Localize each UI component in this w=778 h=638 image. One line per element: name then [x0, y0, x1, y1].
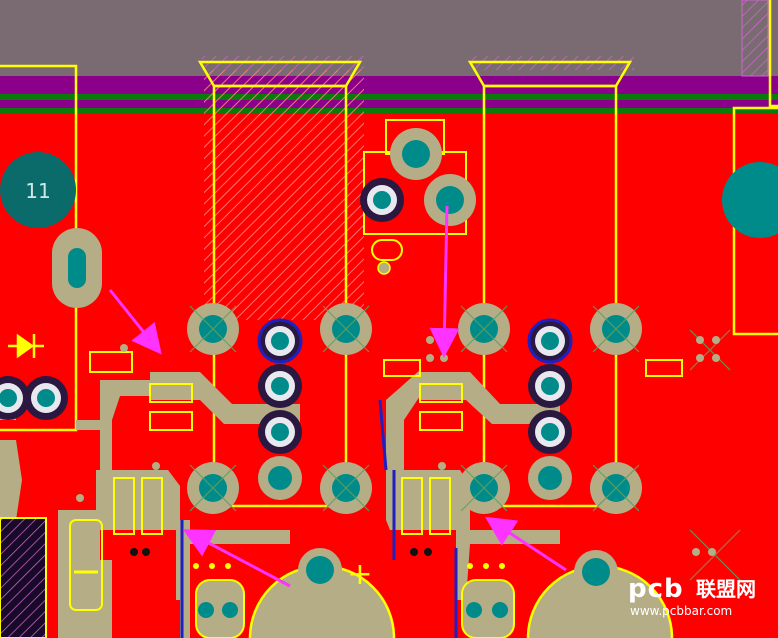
arrow-3 [182, 529, 291, 588]
keepout-region [0, 0, 778, 78]
annotation-arrows [108, 205, 567, 588]
watermark: pcb 联盟网 www.pcbbar.com [624, 568, 778, 638]
purple-layer-band [0, 76, 778, 94]
mounting-hole-right [722, 162, 778, 238]
hatched-pad-right [741, 0, 769, 77]
mounting-hole-left [0, 152, 76, 228]
pad-label-11: 11 [25, 179, 50, 203]
watermark-logo: pcb [628, 574, 684, 604]
diode-symbol [8, 333, 44, 359]
via-blue-ring-2 [527, 318, 573, 364]
arrow-2 [429, 205, 460, 358]
bottom-layer-traces [180, 399, 458, 638]
green-layer-band [0, 94, 778, 100]
thermal-crosses [189, 305, 741, 581]
arrow-4 [484, 516, 567, 572]
component-body-2 [482, 84, 618, 508]
via-blue-ring-1 [257, 318, 303, 364]
purple-layer-band-2 [0, 100, 778, 108]
connector-outline-right [768, 0, 778, 108]
hatched-copper-fill [204, 70, 364, 320]
watermark-site-name: 联盟网 [696, 577, 756, 601]
green-layer-band-2 [0, 108, 778, 114]
oval-pad-hole [68, 248, 86, 288]
watermark-url: www.pcbbar.com [630, 604, 733, 618]
component-body-1 [212, 84, 348, 508]
transistor-pads [0, 178, 572, 454]
arrow-1 [108, 289, 162, 355]
black-component-outline [0, 517, 47, 638]
capacitor-polarity-plus: + [347, 557, 372, 592]
smd-footprints [69, 239, 683, 611]
bottom-pads [195, 579, 515, 638]
